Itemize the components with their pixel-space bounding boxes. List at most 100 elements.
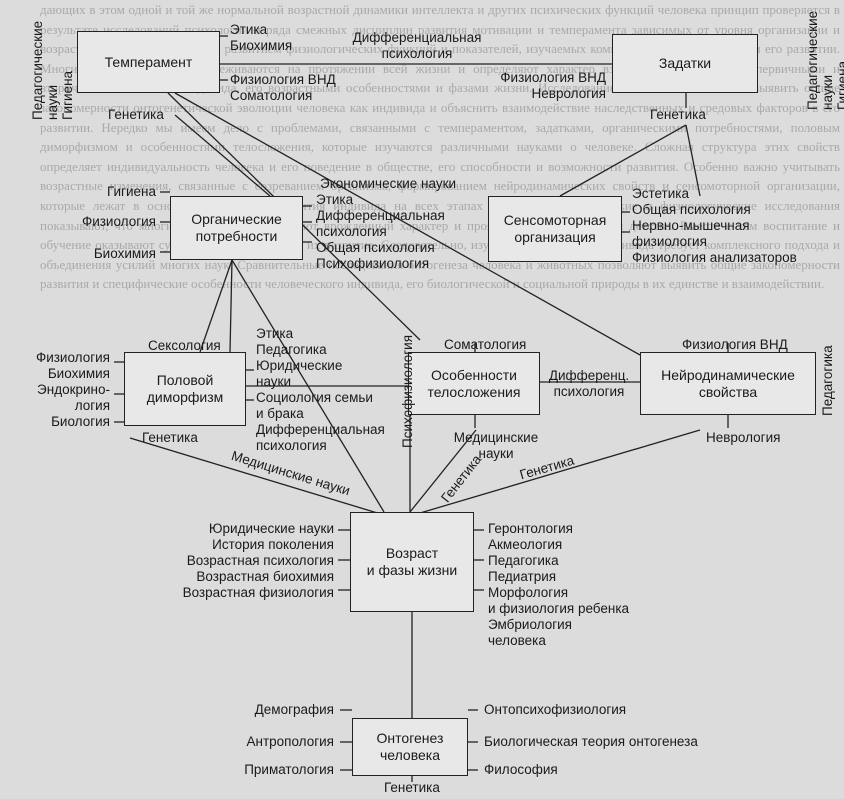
label-voz-right: Геронтология Акмеология Педагогика Педиа…: [488, 521, 629, 649]
label-temp-upper: Этика Биохимия: [230, 22, 292, 54]
background-text: дающих в этом одной и той же нормальной …: [40, 2, 840, 292]
label-pedagogy-vert: Педагогика: [820, 345, 835, 416]
label-pol-left: Физиология Биохимия Эндокрино- логия Био…: [2, 350, 110, 430]
label-sens-right-1: Эстетика: [632, 186, 689, 201]
label-voz-right-2: Акмеология: [488, 537, 563, 552]
label-pedagogical-right-3: Гигиена: [835, 60, 844, 110]
node-age-phases: Возраст и фазы жизни: [350, 512, 474, 612]
label-voz-right-1: Геронтология: [488, 521, 573, 536]
label-org-right-3: психология: [316, 224, 387, 239]
node-sensomotor: Сенсомоторная организация: [488, 196, 622, 262]
label-voz-right-8: человека: [488, 633, 546, 648]
label-pol-left-1: Физиология: [35, 350, 110, 365]
label-org-right-4: Общая психология: [316, 240, 435, 255]
connector: [559, 124, 687, 197]
label-pedagogical-left-3: Гигиена: [60, 70, 75, 120]
connector: [199, 259, 233, 353]
label-org-right-5: Психофизиология: [316, 256, 430, 271]
label-org-right-1: Этика: [316, 192, 354, 207]
label-pol-left-4: логия: [74, 398, 110, 413]
node-zadatki: Задатки: [612, 34, 758, 93]
connector: [685, 124, 701, 197]
node-neurodynamic: Нейродинамические свойства: [640, 352, 816, 415]
label-pol-mid-1: Этика: [256, 326, 294, 341]
connector: [409, 429, 701, 517]
node-sexual-dimorphism-line-1: Половой: [156, 372, 214, 388]
label-sens-right-5: Физиология анализаторов: [632, 250, 797, 265]
label-genetika-1: Генетика: [108, 107, 164, 122]
label-voz-right-3: Педагогика: [488, 553, 559, 568]
label-genetika-2: Генетика: [650, 107, 706, 122]
label-pedagogical-left-2: науки: [45, 84, 60, 120]
label-voz-left-1: Юридические науки: [208, 521, 334, 536]
label-pol-mid-4: науки: [256, 374, 292, 389]
label-primatology: Приматология: [244, 762, 334, 777]
label-zadatki-left-2: Неврология: [531, 86, 606, 101]
node-organic-needs: Органические потребности: [170, 196, 303, 260]
label-pol-mid-7: Дифференциальная: [256, 422, 385, 437]
label-bio-theory: Биологическая теория онтогенеза: [484, 734, 698, 749]
label-ontopsychophysiology: Онтопсихофизиология: [484, 702, 627, 717]
label-demography: Демография: [254, 702, 334, 717]
node-age-phases-line-1: Возраст: [385, 545, 439, 561]
label-genetika-bottom: Генетика: [384, 780, 440, 795]
label-temp-upper-2: Биохимия: [230, 38, 293, 53]
connector: [174, 92, 641, 356]
label-diff-short-1: Дифференц.: [548, 368, 630, 383]
node-sexual-dimorphism-line-2: диморфизм: [146, 389, 224, 405]
label-pol-left-2: Биохимия: [47, 366, 110, 381]
label-pedagogical-right-2: науки: [820, 74, 835, 110]
label-org-right: Этика Дифференциальная психология Общая …: [316, 192, 445, 272]
node-sexual-dimorphism: Половой диморфизм: [124, 352, 246, 426]
label-temp-upper-1: Этика: [230, 22, 268, 37]
label-diff-psych-top: Дифференциальная психология: [342, 30, 492, 62]
label-voz-right-6: и физиология ребенка: [488, 601, 630, 616]
label-voz-right-5: Морфология: [488, 585, 569, 600]
label-diff-short: Дифференц. психология: [544, 368, 634, 400]
label-medical-sciences-1: Медицинские: [453, 430, 539, 445]
node-body-constitution-line-1: Особенности: [431, 366, 517, 383]
label-temp-lower-1: Физиология ВНД: [230, 72, 336, 87]
label-philosophy: Философия: [484, 762, 558, 777]
node-sensomotor-line-2: организация: [514, 229, 596, 245]
label-pedagogical-right: Педагогические науки Гигиена: [805, 11, 844, 110]
label-pol-left-5: Биология: [51, 414, 110, 429]
label-pedagogical-left-1: Педагогические: [30, 20, 45, 120]
node-ontogenesis-line-1: Онтогенез: [376, 730, 444, 746]
label-economics: Экономические науки: [320, 176, 457, 191]
label-sens-right-2: Общая психология: [632, 202, 751, 217]
label-pol-mid-6: и брака: [256, 406, 304, 421]
label-voz-left-3: Возрастная психология: [186, 553, 334, 568]
label-somatology: Соматология: [444, 337, 527, 352]
label-pedagogical-left: Педагогические науки Гигиена: [30, 21, 75, 120]
label-genetika-3: Генетика: [142, 430, 198, 445]
label-sens-right-4: физиология: [632, 234, 707, 249]
connector: [229, 259, 233, 353]
label-pedagogical-right-1: Педагогические: [805, 10, 820, 110]
label-pol-mid-2: Педагогика: [256, 342, 327, 357]
label-voz-left-5: Возрастная физиология: [182, 585, 334, 600]
label-sens-right-3: Нервно-мышечная: [632, 218, 750, 233]
node-sensomotor-line-1: Сенсомоторная: [503, 212, 607, 228]
label-biochemistry: Биохимия: [93, 246, 156, 261]
node-ontogenesis-line-2: человека: [379, 747, 440, 763]
label-physiology: Физиология: [81, 214, 156, 229]
label-vnd-physiology: Физиология ВНД: [682, 337, 788, 352]
node-neurodynamic-line-2: свойства: [698, 383, 758, 400]
node-organic-needs-line-2: потребности: [195, 228, 278, 244]
label-pol-left-3: Эндокрино-: [37, 382, 110, 397]
label-medical-sciences: Медицинские науки: [448, 430, 544, 462]
label-neurology: Неврология: [706, 430, 781, 445]
node-age-phases-line-2: и фазы жизни: [366, 562, 458, 578]
label-pol-mid: Этика Педагогика Юридические науки Социо…: [256, 326, 385, 454]
label-sens-right: Эстетика Общая психология Нервно-мышечна…: [632, 186, 797, 266]
label-pol-mid-3: Юридические: [256, 358, 343, 373]
label-pol-mid-8: психология: [256, 438, 327, 453]
node-organic-needs-line-1: Органические: [191, 211, 282, 227]
label-pol-mid-5: Социология семьи: [256, 390, 373, 405]
label-anthropology: Антропология: [246, 734, 335, 749]
label-voz-left: Юридические науки История поколения Возр…: [160, 521, 334, 601]
node-neurodynamic-line-1: Нейродинамические: [661, 366, 795, 383]
label-zadatki-left: Физиология ВНД Неврология: [478, 70, 606, 102]
